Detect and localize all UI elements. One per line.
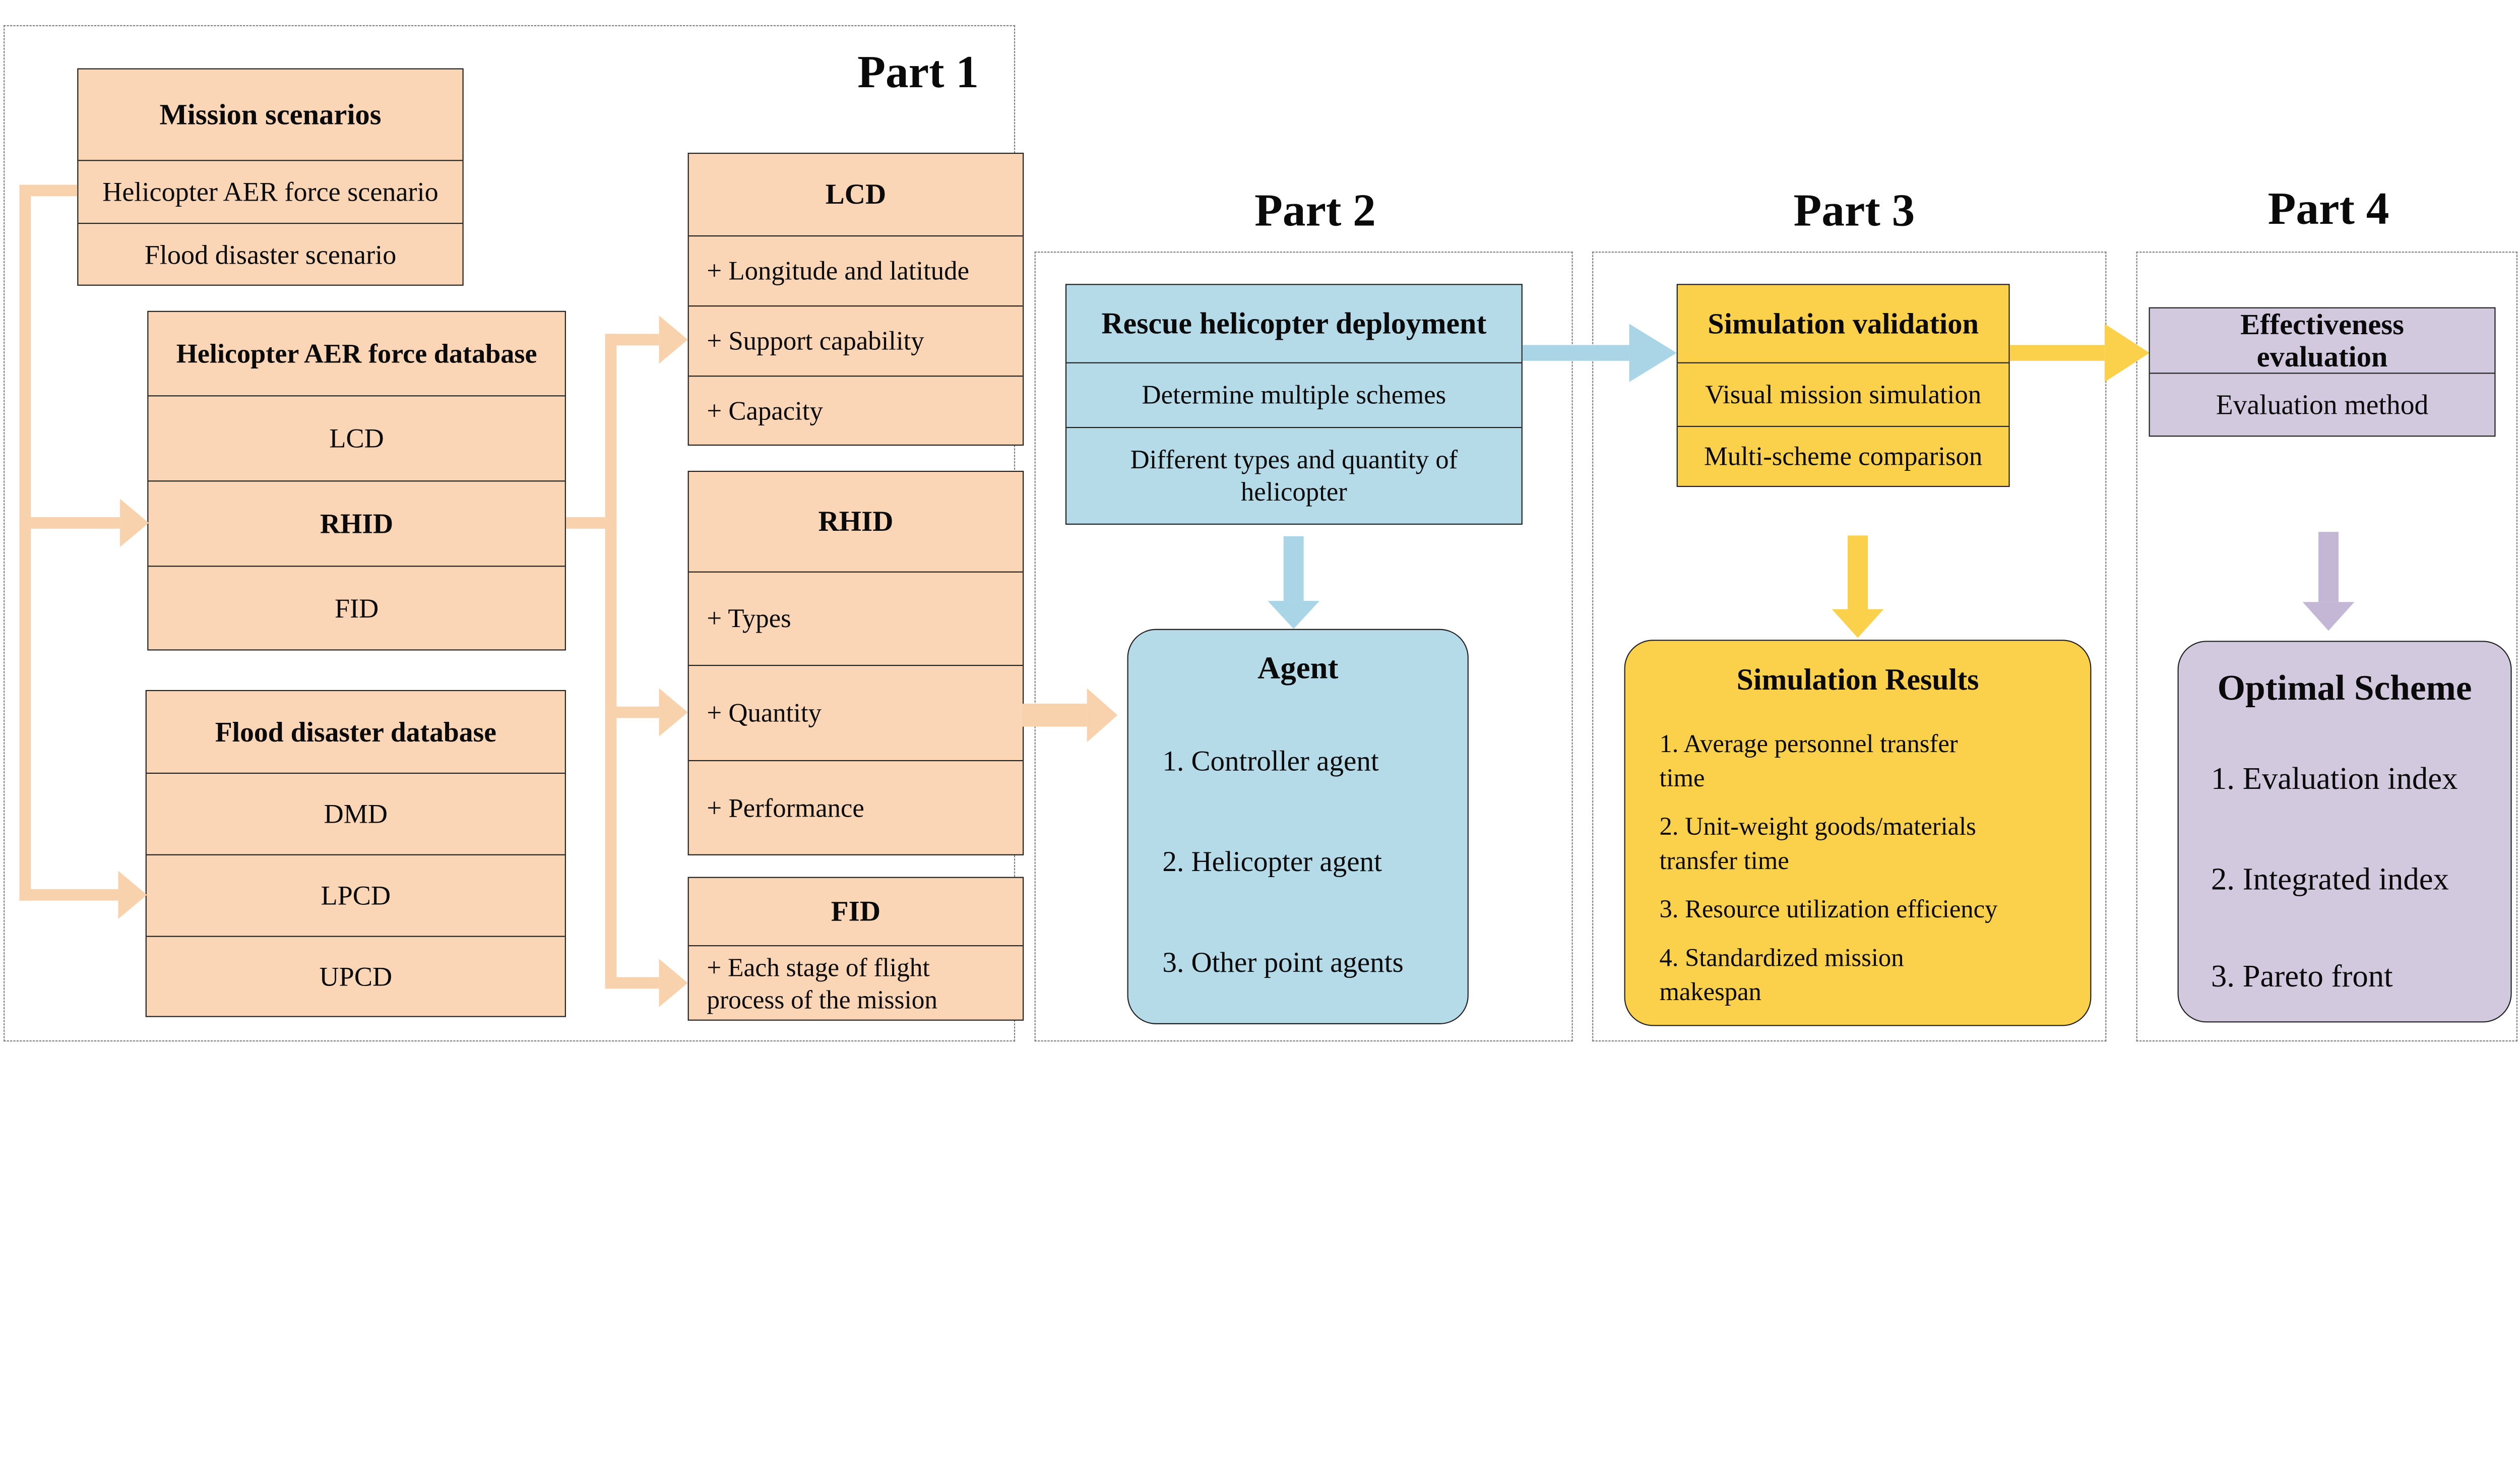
agent-item: 2. Helicopter agent bbox=[1162, 846, 1382, 878]
connector-right-trunk bbox=[605, 334, 617, 989]
optimal-scheme-box: Optimal Scheme 1. Evaluation index 2. In… bbox=[2177, 641, 2512, 1023]
arrow-deploy-to-agent-shaft bbox=[1283, 536, 1304, 601]
agent-box: Agent 1. Controller agent 2. Helicopter … bbox=[1127, 629, 1469, 1024]
lcd-detail-row: + Support capability bbox=[688, 305, 1023, 376]
validation-box: Simulation validation Visual mission sim… bbox=[1676, 284, 2010, 487]
connector-mission-stub bbox=[19, 184, 78, 197]
optimal-scheme-item: 2. Integrated index bbox=[2211, 861, 2449, 897]
deployment-title: Rescue helicopter deployment bbox=[1101, 306, 1487, 341]
heli-aer-database-row: RHID bbox=[148, 480, 565, 566]
arrow-validation-to-results-shaft bbox=[1848, 535, 1868, 609]
deployment-row: Different types and quantity of helicopt… bbox=[1066, 426, 1522, 524]
mission-scenarios-row: Helicopter AER force scenario bbox=[78, 160, 463, 223]
deployment-row: Determine multiple schemes bbox=[1066, 362, 1522, 427]
part3-region bbox=[1592, 252, 2107, 1042]
flood-database-row: LPCD bbox=[146, 854, 565, 936]
optimal-scheme-title: Optimal Scheme bbox=[2217, 667, 2472, 708]
rhid-detail-title: RHID bbox=[818, 506, 894, 537]
validation-row: Multi-scheme comparison bbox=[1677, 425, 2009, 486]
part2-label: Part 2 bbox=[1254, 184, 1376, 236]
evaluation-title: Effectiveness evaluation bbox=[2240, 307, 2404, 373]
arrow-deploy-to-validation-head-icon bbox=[1629, 324, 1677, 382]
heli-aer-database-row: FID bbox=[148, 566, 565, 650]
deployment-box: Rescue helicopter deployment Determine m… bbox=[1065, 284, 1523, 525]
heli-aer-database-title: Helicopter AER force database bbox=[176, 338, 537, 369]
lcd-detail-row: + Longitude and latitude bbox=[688, 235, 1023, 305]
connector-branch-lpcd bbox=[19, 889, 118, 901]
agent-item: 1. Controller agent bbox=[1162, 745, 1379, 777]
evaluation-row: Evaluation method bbox=[2150, 373, 2495, 436]
rhid-detail-row: + Performance bbox=[688, 760, 1023, 855]
lcd-detail-box: LCD + Longitude and latitude + Support c… bbox=[687, 153, 1024, 446]
arrow-validation-to-evaluation-head-icon bbox=[2104, 324, 2150, 382]
arrow-evaluation-to-optimal-head-icon bbox=[2302, 602, 2355, 631]
arrowhead-to-lcd-detail-icon bbox=[659, 315, 688, 364]
connector-branch-rhid bbox=[19, 517, 120, 529]
fid-detail-title: FID bbox=[831, 895, 881, 928]
lcd-detail-title: LCD bbox=[825, 178, 887, 211]
simulation-results-item: 4. Standardized mission makespan bbox=[1659, 944, 1904, 1006]
connector-left-trunk bbox=[19, 184, 31, 901]
optimal-scheme-item: 3. Pareto front bbox=[2211, 959, 2393, 994]
arrowhead-to-fid-detail-icon bbox=[659, 959, 688, 1007]
part4-region bbox=[2136, 252, 2518, 1042]
connector-branch-rhid-detail bbox=[605, 706, 659, 718]
fid-detail-row: + Each stage of flight process of the mi… bbox=[688, 945, 1023, 1021]
connector-branch-fid-detail bbox=[605, 977, 659, 989]
arrow-deploy-to-agent-head-icon bbox=[1268, 601, 1319, 629]
heli-aer-database-box: Helicopter AER force database LCD RHID F… bbox=[147, 311, 566, 651]
part3-label: Part 3 bbox=[1793, 184, 1915, 236]
arrow-part1-to-agent-head-icon bbox=[1087, 688, 1118, 743]
mission-scenarios-row: Flood disaster scenario bbox=[78, 223, 463, 286]
arrow-validation-to-results-head-icon bbox=[1832, 609, 1884, 638]
rhid-detail-box: RHID + Types + Quantity + Performance bbox=[687, 470, 1024, 855]
arrowhead-to-flood-db-icon bbox=[118, 871, 147, 919]
agent-item: 3. Other point agents bbox=[1162, 946, 1404, 978]
agent-title: Agent bbox=[1257, 650, 1339, 686]
methodology-flowchart: Part 1 Part 2 Part 3 Part 4 Mission scen… bbox=[4, 25, 2518, 1042]
arrowhead-to-heli-db-icon bbox=[120, 499, 149, 547]
arrow-part1-to-agent-shaft bbox=[1022, 703, 1087, 727]
flood-database-box: Flood disaster database DMD LPCD UPCD bbox=[145, 690, 566, 1017]
simulation-results-title: Simulation Results bbox=[1736, 663, 1979, 697]
evaluation-box: Effectiveness evaluation Evaluation meth… bbox=[2149, 307, 2496, 437]
rhid-detail-row: + Types bbox=[688, 571, 1023, 665]
fid-detail-box: FID + Each stage of flight process of th… bbox=[687, 877, 1024, 1021]
arrow-deploy-to-validation-shaft bbox=[1522, 345, 1629, 361]
arrow-evaluation-to-optimal-shaft bbox=[2318, 532, 2339, 602]
validation-title: Simulation validation bbox=[1708, 307, 1979, 340]
flood-database-row: DMD bbox=[146, 772, 565, 854]
part2-region bbox=[1034, 252, 1573, 1042]
part1-label: Part 1 bbox=[857, 46, 979, 98]
lcd-detail-row: + Capacity bbox=[688, 376, 1023, 446]
mission-scenarios-title: Mission scenarios bbox=[159, 98, 382, 131]
simulation-results-box: Simulation Results 1. Average personnel … bbox=[1624, 640, 2092, 1026]
mission-scenarios-box: Mission scenarios Helicopter AER force s… bbox=[77, 68, 464, 286]
rhid-detail-row: + Quantity bbox=[688, 664, 1023, 760]
validation-row: Visual mission simulation bbox=[1677, 362, 2009, 426]
heli-aer-database-row: LCD bbox=[148, 395, 565, 480]
flood-database-row: UPCD bbox=[146, 936, 565, 1017]
optimal-scheme-item: 1. Evaluation index bbox=[2211, 761, 2458, 796]
connector-branch-lcd-detail bbox=[605, 334, 659, 346]
flood-database-title: Flood disaster database bbox=[215, 716, 496, 748]
connector-helidb-feeder bbox=[565, 517, 617, 529]
simulation-results-item: 2. Unit-weight goods/materials transfer … bbox=[1659, 813, 1976, 875]
part4-label: Part 4 bbox=[2267, 182, 2389, 234]
simulation-results-item: 1. Average personnel transfer time bbox=[1659, 730, 1958, 792]
simulation-results-item: 3. Resource utilization efficiency bbox=[1659, 895, 1998, 923]
arrowhead-to-rhid-detail-icon bbox=[659, 688, 688, 736]
arrow-validation-to-evaluation-shaft bbox=[2009, 345, 2105, 361]
